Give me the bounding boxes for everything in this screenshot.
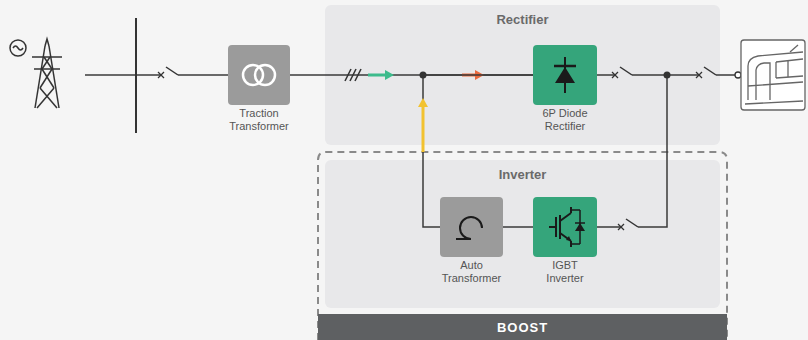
arrow-head <box>418 98 428 107</box>
transformer-box: Traction Transformer <box>228 45 290 105</box>
region-outline <box>318 152 727 340</box>
breaker-symbol <box>158 67 178 78</box>
label-holder: 6P Diode Rectifier <box>525 107 605 133</box>
busbar <box>135 18 137 133</box>
component-icon <box>533 197 597 257</box>
junction-dot <box>664 72 671 79</box>
label-holder: Traction Transformer <box>217 107 301 133</box>
connector <box>503 227 533 228</box>
inverter-panel: Auto TransformerIGBT InverterInverter <box>325 160 720 308</box>
terminal <box>735 72 741 78</box>
title-holder: Rectifier <box>325 12 720 27</box>
region-bar: BOOST <box>318 314 727 340</box>
component-label: 6P Diode Rectifier <box>525 107 605 133</box>
rectifier-box: 6P Diode Rectifier <box>533 45 597 105</box>
connector-line <box>503 226 533 228</box>
title-holder: Inverter <box>325 167 720 182</box>
region-title: BOOST <box>497 320 548 335</box>
breaker-symbol <box>696 67 716 78</box>
component-label: Traction Transformer <box>217 107 301 133</box>
panel-title: Inverter <box>325 167 720 182</box>
label-holder: IGBT Inverter <box>535 259 595 285</box>
flow-arrow <box>422 102 425 152</box>
component-icon <box>228 45 290 105</box>
inverter-box: IGBT Inverter <box>533 197 597 257</box>
component-icon <box>533 45 597 105</box>
junction-dot <box>420 72 427 79</box>
grid-feeder <box>85 74 228 76</box>
panel-title: Rectifier <box>325 12 720 27</box>
component-label: Auto Transformer <box>430 259 514 285</box>
breaker-symbol <box>618 219 638 230</box>
three-phase-mark <box>345 69 361 81</box>
train-icon <box>741 40 805 110</box>
component-icon <box>440 197 503 257</box>
grid-pylon <box>10 39 62 108</box>
arrow-head <box>385 70 394 80</box>
component-label: IGBT Inverter <box>535 259 595 285</box>
rectifier-panel: 6P Diode Rectifier Rectifier <box>325 5 720 145</box>
panel-ground <box>325 160 720 308</box>
connector-line <box>597 75 667 227</box>
breaker-symbol <box>612 67 632 78</box>
connector <box>597 75 667 227</box>
boost-region: Auto TransformerIGBT InverterInverterBOO… <box>318 152 727 340</box>
label-holder: Auto Transformer <box>430 259 514 285</box>
autotransformer-box: Auto Transformer <box>440 197 503 257</box>
